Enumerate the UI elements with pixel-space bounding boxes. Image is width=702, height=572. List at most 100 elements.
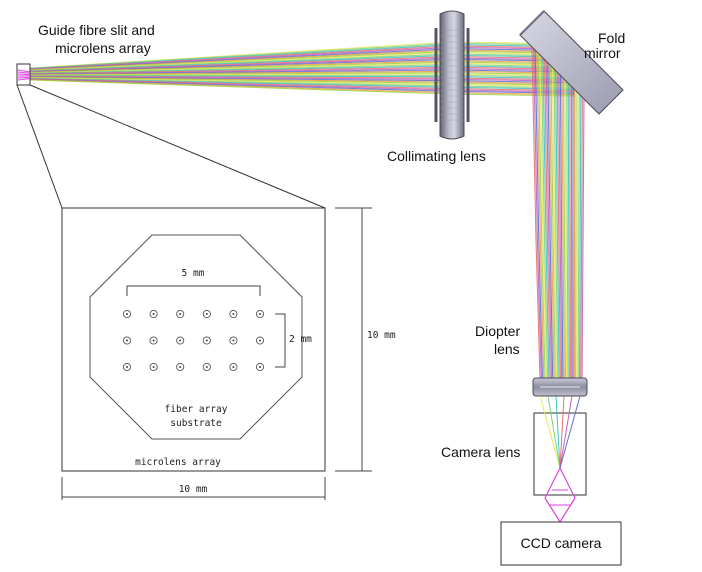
slit-ray	[17, 69, 31, 73]
ray-bundle-vertical	[531, 47, 585, 380]
fiber-core	[152, 313, 155, 315]
ray-vertical	[556, 71, 561, 380]
focus-ray-out	[559, 467, 576, 499]
fold-mirror-label-line2: mirror	[584, 45, 621, 61]
focus-ray-in	[559, 395, 573, 469]
dimension-2mm-label: 2 mm	[289, 334, 312, 345]
ray-vertical	[540, 56, 549, 380]
fiber-core	[259, 366, 261, 368]
slit-label-line2: microlens array	[55, 40, 151, 56]
ray-vertical	[576, 90, 579, 380]
camera-lens-box	[533, 412, 587, 496]
diopter-lens	[532, 377, 588, 397]
ray-vertical	[566, 79, 569, 380]
diopter-lens-label-line1: Diopter	[475, 323, 521, 339]
ray-vertical	[561, 75, 565, 380]
ray-vertical	[578, 93, 582, 380]
collimating-lens	[434, 10, 470, 140]
ray-vertical	[569, 82, 572, 380]
collimating-lens-label: Collimating lens	[387, 148, 486, 164]
ray-vertical	[539, 55, 547, 380]
ray-vertical	[577, 91, 580, 380]
dimension-5mm-label: 5 mm	[181, 268, 205, 279]
ray-vertical	[533, 49, 542, 380]
dimension-2mm-bracket	[275, 313, 286, 368]
ray-vertical	[547, 62, 554, 380]
ray-vertical	[558, 72, 563, 380]
ray-vertical	[545, 61, 553, 380]
ray-vertical	[534, 50, 544, 380]
focus-ray-in	[559, 395, 565, 469]
fiber-core	[205, 313, 208, 315]
ccd-camera-box	[500, 521, 622, 566]
fiber-core	[232, 339, 235, 342]
fiber-core	[205, 339, 208, 342]
slit-ray	[17, 71, 31, 74]
fiber-core	[126, 339, 128, 342]
focus-ray-out	[559, 497, 576, 523]
dimension-10mm-horizontal-label: 10 mm	[178, 484, 208, 495]
substrate-octagon	[89, 234, 303, 440]
ray-vertical	[542, 58, 550, 380]
slit-label-line1: Guide fibre slit and	[38, 22, 155, 38]
fiber-core	[126, 366, 128, 368]
ray-vertical	[536, 52, 545, 380]
fold-mirror-label-line1: Fold	[598, 30, 626, 46]
focus-ray-in	[539, 395, 561, 469]
fiber-core	[259, 313, 261, 315]
fiber-core	[152, 339, 155, 342]
focus-ray-in	[555, 395, 561, 469]
camera-lens-label: Camera lens	[441, 444, 521, 460]
ray-vertical	[531, 47, 541, 380]
ray-vertical	[537, 53, 546, 380]
fiber-core	[232, 366, 235, 368]
zoom-line-left	[16, 84, 63, 209]
microlens-array-label: microlens array	[135, 457, 221, 468]
dimension-10mm-vertical	[335, 207, 372, 472]
ray-vertical	[548, 63, 555, 380]
slit-ray	[17, 73, 31, 76]
slit-ray	[17, 76, 31, 79]
camera-focus-rays	[539, 395, 581, 523]
fiber-grid	[122, 309, 265, 372]
slit-ray	[17, 78, 31, 81]
ray-vertical	[553, 68, 559, 380]
substrate-label-line1: fiber array	[164, 404, 228, 415]
ray-vertical	[581, 95, 585, 380]
substrate-label-line2: substrate	[170, 418, 222, 429]
focus-ray-out	[544, 467, 561, 499]
diopter-lens-label-line2: lens	[494, 341, 520, 357]
ray-vertical	[575, 88, 577, 380]
fiber-core	[152, 366, 155, 368]
dimension-10mm-horizontal	[61, 477, 326, 500]
ray-vertical	[555, 69, 560, 380]
inset-frame	[61, 207, 326, 472]
ray-vertical	[564, 78, 568, 380]
fiber-core	[205, 366, 208, 368]
ray-vertical	[551, 66, 558, 380]
ray-vertical	[559, 74, 564, 380]
fiber-core	[126, 313, 128, 315]
dimension-5mm-bracket	[126, 285, 261, 296]
fiber-core	[179, 366, 182, 368]
ray-vertical	[580, 94, 583, 380]
focus-ray-out	[544, 497, 561, 523]
zoom-line-right	[29, 84, 326, 209]
fiber-core	[232, 313, 235, 315]
slit-source-fan	[17, 69, 31, 81]
fiber-core	[179, 339, 182, 342]
focus-ray-in	[559, 395, 581, 469]
fiber-core	[179, 313, 182, 315]
ray-vertical	[567, 81, 570, 380]
collimating-lens-ribs	[441, 29, 463, 121]
ray-vertical	[562, 77, 567, 380]
ray-vertical	[550, 65, 556, 380]
fold-mirror-edge	[519, 10, 545, 36]
ccd-camera-label: CCD camera	[520, 535, 602, 551]
ray-vertical	[544, 59, 551, 380]
dimension-10mm-vertical-label: 10 mm	[367, 330, 396, 341]
fiber-core	[259, 339, 261, 342]
focus-ray-in	[547, 395, 561, 469]
